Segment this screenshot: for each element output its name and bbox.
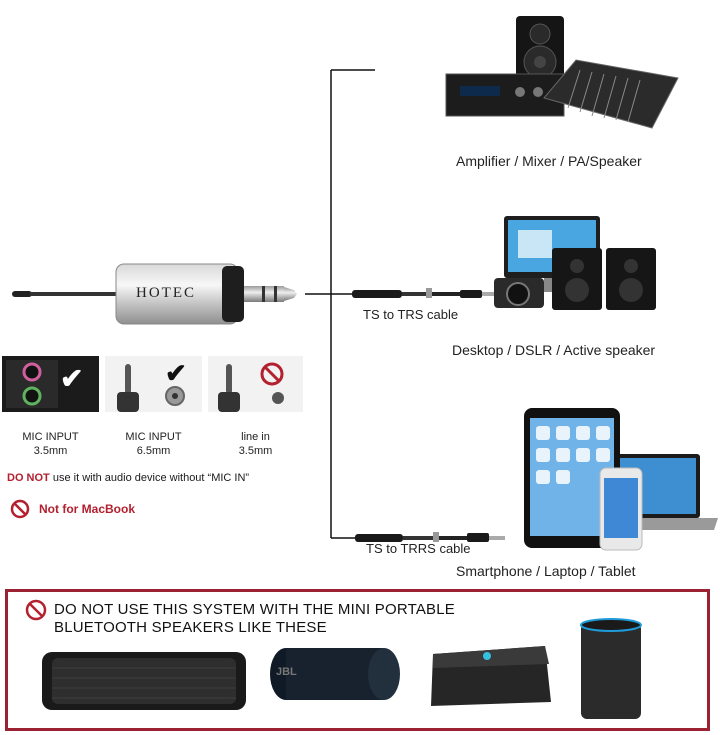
check-icon: ✔ (165, 358, 187, 388)
ts-trs-cable (352, 282, 500, 308)
speaker-logo-text: JBL (276, 666, 297, 678)
input-label-2: MIC INPUT 6.5mm (125, 431, 182, 457)
input-tile-mic-6-5mm: ✔ (105, 356, 202, 412)
input-label-1: MIC INPUT 3.5mm (22, 431, 79, 457)
input-label-3: line in 3.5mm (238, 431, 273, 457)
cable-label-trrs: TS to TRRS cable (366, 541, 471, 556)
prohibited-icon (25, 599, 47, 621)
ts-trrs-cable (355, 524, 505, 550)
receiver-brand: HOTEC (136, 285, 196, 301)
bluetooth-warning-box: DO NOT USE THIS SYSTEM WITH THE MINI POR… (5, 589, 710, 731)
cable-label-trs: TS to TRS cable (363, 307, 459, 322)
input-tile-mic-3-5mm: ✔ (2, 356, 99, 412)
input-tile-line-in (208, 356, 303, 412)
prohibited-icon (10, 499, 30, 519)
device-label-desktop: Desktop / DSLR / Active speaker (452, 342, 656, 358)
receiver: HOTEC (12, 262, 297, 326)
prohibited-icon (260, 362, 284, 386)
check-icon: ✔ (60, 363, 84, 394)
smartphone-laptop-tablet-image (522, 406, 718, 552)
bluetooth-speaker-bar-image (40, 648, 248, 714)
bluetooth-warning-text: DO NOT USE THIS SYSTEM WITH THE MINI POR… (54, 601, 455, 636)
desktop-dslr-image (494, 214, 660, 314)
device-label-amplifier: Amplifier / Mixer / PA/Speaker (456, 153, 642, 169)
mic-in-warning: DO NOT use it with audio device without … (7, 472, 250, 484)
receiver-icon (12, 263, 297, 325)
bluetooth-speaker-cylinder-image: JBL (268, 638, 402, 708)
bluetooth-speaker-box-image (427, 642, 555, 710)
smart-speaker-image (578, 617, 644, 721)
device-label-mobile: Smartphone / Laptop / Tablet (456, 563, 636, 579)
macbook-warning: Not for MacBook (10, 498, 135, 520)
amplifier-mixer-image (445, 12, 680, 140)
